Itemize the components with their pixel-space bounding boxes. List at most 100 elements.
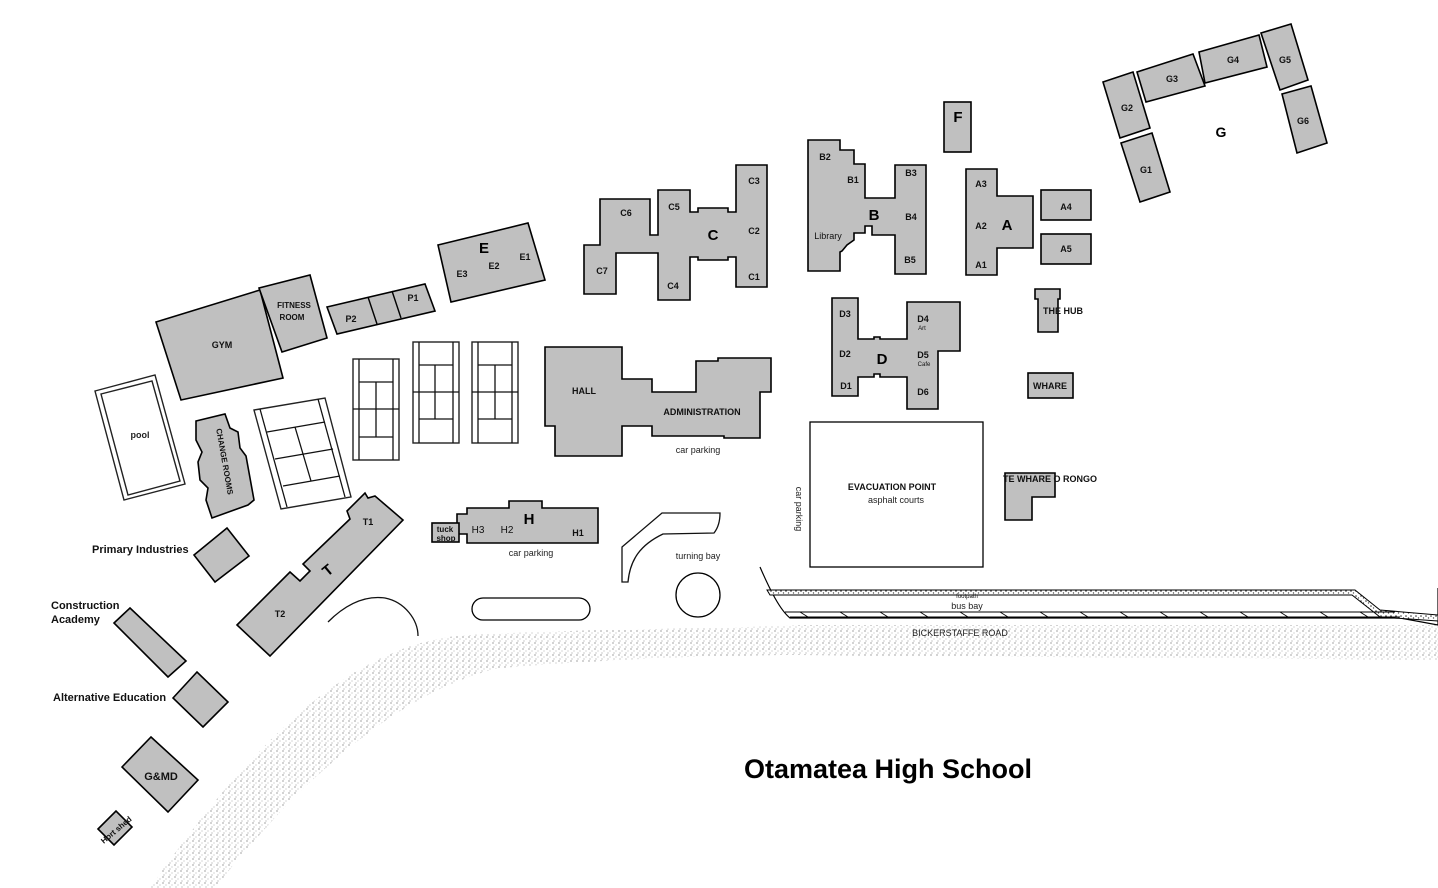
tennis-court-3 xyxy=(412,341,460,444)
svg-text:D6: D6 xyxy=(917,387,929,397)
road-label: BICKERSTAFFE ROAD xyxy=(912,628,1008,638)
map-title: Otamatea High School xyxy=(744,754,1032,784)
svg-text:tuck: tuck xyxy=(437,525,454,534)
svg-text:A4: A4 xyxy=(1060,202,1072,212)
curved-road xyxy=(150,625,1438,888)
svg-text:ROOM: ROOM xyxy=(280,313,305,322)
svg-text:D3: D3 xyxy=(839,309,851,319)
hall-administration[interactable]: HALL ADMINISTRATION car parking xyxy=(544,346,772,457)
svg-text:G4: G4 xyxy=(1227,55,1239,65)
svg-text:G6: G6 xyxy=(1297,116,1309,126)
g-block[interactable]: G2 G1 G3 G4 G5 G6 G xyxy=(1102,23,1328,204)
car-parking-h: car parking xyxy=(509,548,554,558)
svg-text:A5: A5 xyxy=(1060,244,1072,254)
change-rooms[interactable]: CHANGE ROOMS xyxy=(195,413,255,520)
svg-text:T2: T2 xyxy=(275,609,286,619)
svg-text:C5: C5 xyxy=(668,202,680,212)
b-block[interactable]: B2 B1 B3 B4 B5 B Library xyxy=(807,139,927,275)
svg-text:shop: shop xyxy=(436,534,455,543)
svg-text:F: F xyxy=(953,109,962,126)
svg-text:WHARE: WHARE xyxy=(1033,381,1067,391)
svg-text:B5: B5 xyxy=(904,255,916,265)
svg-text:C3: C3 xyxy=(748,176,760,186)
arc-driveway xyxy=(327,596,419,637)
svg-text:turning bay: turning bay xyxy=(676,551,721,561)
svg-text:Art: Art xyxy=(918,326,926,332)
svg-text:pool: pool xyxy=(131,430,150,440)
svg-text:B4: B4 xyxy=(905,212,917,222)
svg-text:G&MD: G&MD xyxy=(144,771,178,783)
svg-text:Cafe: Cafe xyxy=(918,362,931,368)
pool[interactable]: pool xyxy=(94,374,186,501)
svg-text:E: E xyxy=(479,240,489,257)
svg-text:EVACUATION POINT: EVACUATION POINT xyxy=(848,482,937,492)
svg-text:Library: Library xyxy=(814,231,842,241)
svg-text:A: A xyxy=(1002,217,1013,234)
svg-text:Construction: Construction xyxy=(51,600,120,612)
whare[interactable]: WHARE xyxy=(1027,372,1074,399)
svg-text:H3: H3 xyxy=(472,525,485,536)
svg-text:B3: B3 xyxy=(905,168,917,178)
construction-academy[interactable]: Construction Academy xyxy=(51,600,188,679)
svg-text:A1: A1 xyxy=(975,260,987,270)
primary-industries[interactable]: Primary Industries xyxy=(92,526,251,584)
svg-text:Academy: Academy xyxy=(51,614,101,626)
t-block[interactable]: T1 T2 T xyxy=(235,491,405,658)
footpath-label: footpath xyxy=(956,594,978,600)
h-block[interactable]: H1 tuck shop H3 H2 H1 H car parking xyxy=(431,500,599,558)
te-whare-o-rongo[interactable]: TE WHARE O RONGO xyxy=(1003,472,1097,521)
svg-text:D1: D1 xyxy=(840,381,852,391)
bus-bay-area: footpath bus bay BICKERSTAFFE ROAD xyxy=(759,566,1438,638)
svg-text:C: C xyxy=(708,227,719,244)
p-block[interactable]: P2 P1 xyxy=(325,283,437,335)
svg-text:D2: D2 xyxy=(839,349,851,359)
tennis-court-1 xyxy=(253,397,352,510)
f-block[interactable]: F xyxy=(943,101,972,153)
svg-text:E2: E2 xyxy=(488,261,499,271)
svg-text:E3: E3 xyxy=(456,269,467,279)
svg-text:D4: D4 xyxy=(917,314,929,324)
svg-text:B1: B1 xyxy=(847,175,859,185)
svg-text:C4: C4 xyxy=(667,281,679,291)
svg-text:H: H xyxy=(524,511,535,528)
hort-shed[interactable]: Hort shed xyxy=(96,809,134,847)
the-hub[interactable]: THE HUB xyxy=(1034,288,1083,333)
svg-text:A3: A3 xyxy=(975,179,987,189)
gym[interactable]: GYM xyxy=(154,288,284,401)
svg-text:H2: H2 xyxy=(501,525,514,536)
svg-text:G5: G5 xyxy=(1279,55,1291,65)
turning-bay: turning bay xyxy=(621,512,721,618)
svg-text:asphalt courts: asphalt courts xyxy=(868,495,925,505)
svg-text:HALL: HALL xyxy=(572,386,596,396)
svg-text:C1: C1 xyxy=(748,272,760,282)
svg-text:A2: A2 xyxy=(975,221,987,231)
fitness-room[interactable]: FITNESS ROOM xyxy=(257,274,328,353)
svg-text:D5: D5 xyxy=(917,350,929,360)
svg-text:TE WHARE O RONGO: TE WHARE O RONGO xyxy=(1003,474,1097,484)
e-block[interactable]: E E1 E2 E3 xyxy=(437,222,547,303)
svg-text:H1: H1 xyxy=(572,528,584,538)
svg-text:Primary Industries: Primary Industries xyxy=(92,544,189,556)
bus-bay-label: bus bay xyxy=(951,601,983,611)
svg-text:G2: G2 xyxy=(1121,103,1133,113)
gmd[interactable]: G&MD xyxy=(120,735,200,814)
svg-text:D: D xyxy=(877,351,888,368)
svg-text:T1: T1 xyxy=(363,517,374,527)
c-block[interactable]: C6 C5 C3 C2 C1 C7 C4 C xyxy=(583,164,768,301)
car-parking-side: car parking xyxy=(794,487,804,532)
svg-text:FITNESS: FITNESS xyxy=(277,301,311,310)
svg-text:GYM: GYM xyxy=(212,340,233,350)
svg-text:B2: B2 xyxy=(819,152,831,162)
car-parking-admin: car parking xyxy=(676,445,721,455)
svg-text:ADMINISTRATION: ADMINISTRATION xyxy=(663,407,740,417)
svg-text:G3: G3 xyxy=(1166,74,1178,84)
svg-text:C2: C2 xyxy=(748,226,760,236)
a-block[interactable]: A3 A2 A1 A A4 A5 xyxy=(965,168,1092,276)
d-block[interactable]: D3 D2 D1 D4 Art D5 Cafe D6 D xyxy=(831,297,961,410)
svg-text:E1: E1 xyxy=(519,252,530,262)
evacuation-point[interactable]: EVACUATION POINT asphalt courts car park… xyxy=(794,421,984,568)
svg-text:C7: C7 xyxy=(596,266,608,276)
oval-island xyxy=(471,597,591,621)
alternative-education[interactable]: Alternative Education xyxy=(53,670,230,729)
